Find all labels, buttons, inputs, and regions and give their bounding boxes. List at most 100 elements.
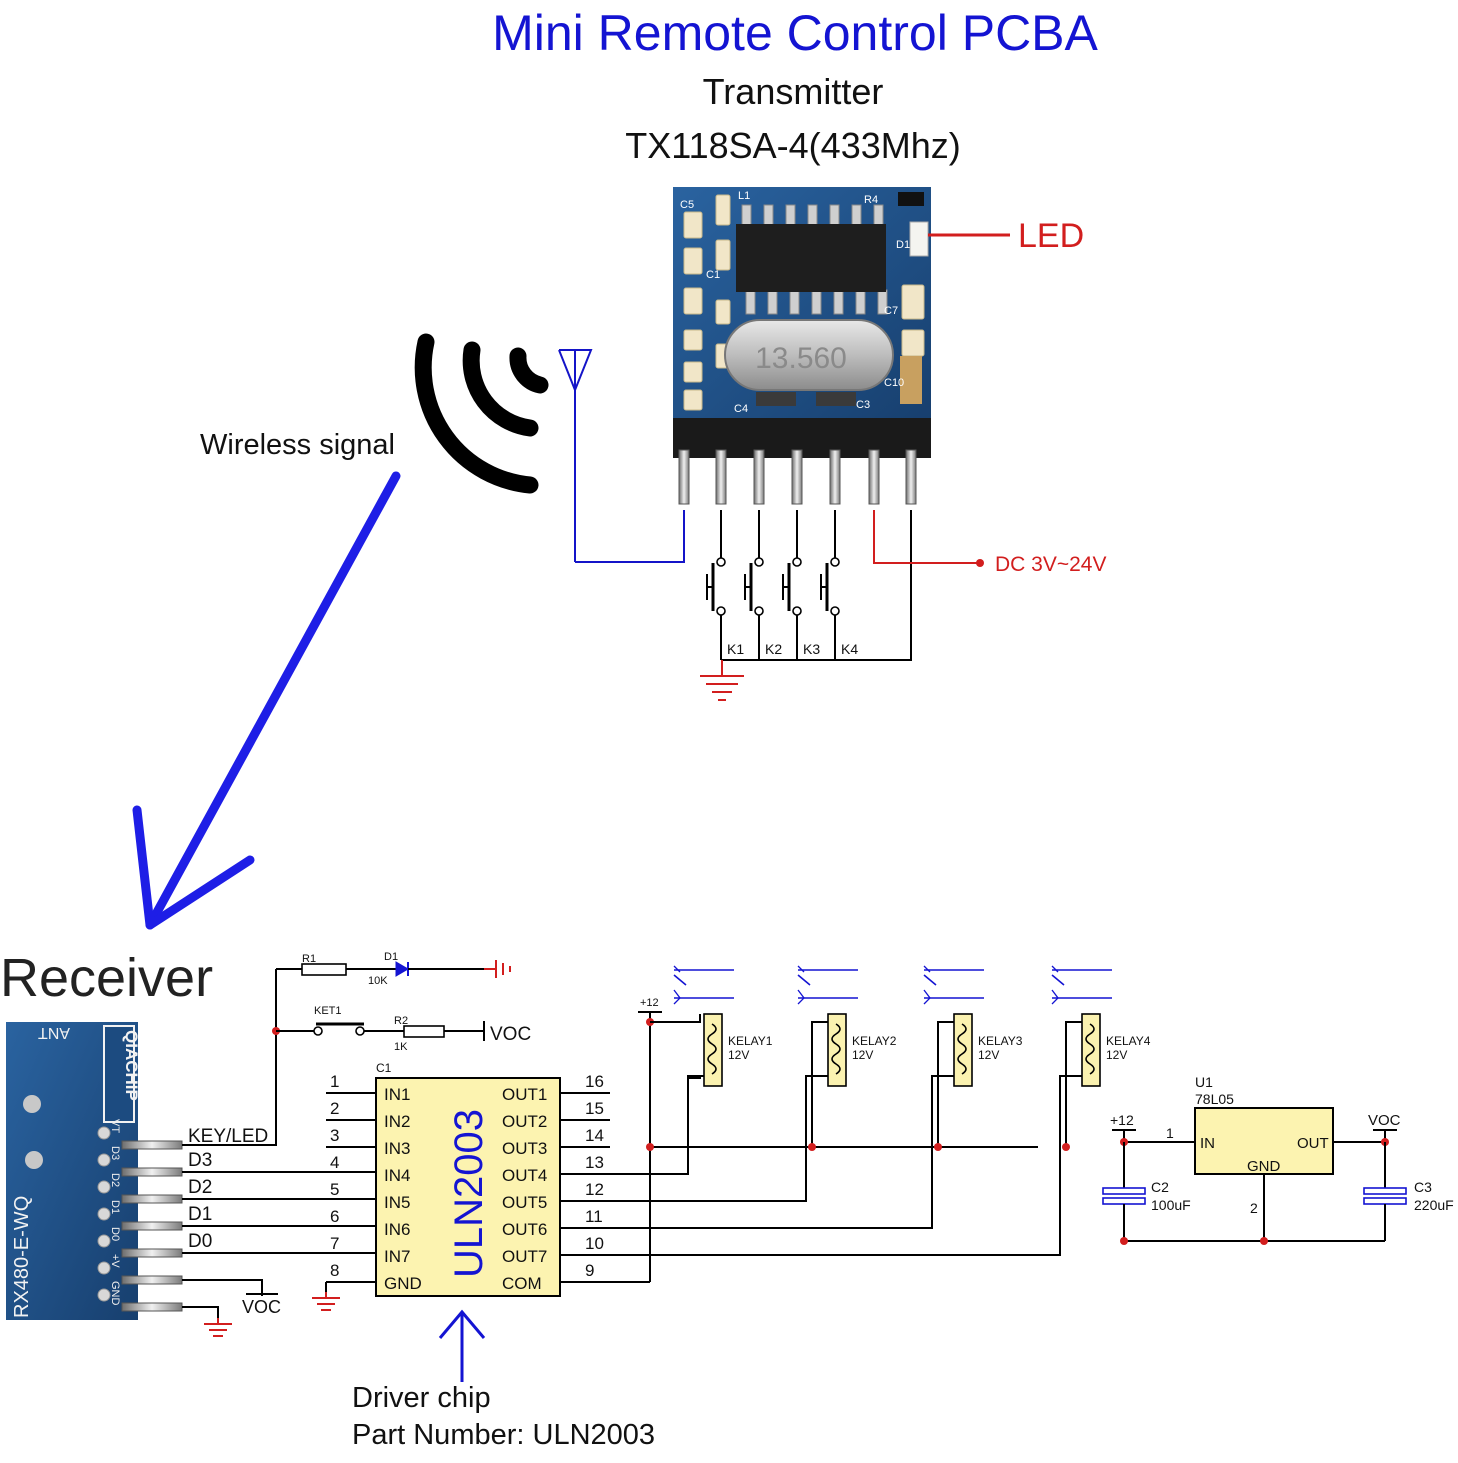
chip-pin-number: 7	[330, 1234, 339, 1253]
chip-pin-name: OUT5	[502, 1193, 547, 1212]
receiver-pad	[97, 1126, 111, 1140]
transmitter-pin	[791, 449, 803, 505]
relay-name: KELAY2	[852, 1034, 897, 1048]
chip-pin-number: 8	[330, 1261, 339, 1280]
page-title: Mini Remote Control PCBA	[492, 5, 1098, 61]
chip-pin-name: OUT4	[502, 1166, 547, 1185]
r1-label: R1	[302, 953, 316, 965]
switch-contact	[313, 1026, 323, 1036]
relay-name: KELAY3	[978, 1034, 1023, 1048]
svg-text:220uF: 220uF	[1414, 1197, 1454, 1213]
relay-2: KELAY2 12V	[610, 965, 897, 1202]
antenna-symbol	[558, 349, 685, 563]
relay-coil	[703, 1013, 723, 1087]
r2-label: R2	[394, 1015, 408, 1027]
svg-text:C3: C3	[1414, 1179, 1432, 1195]
svg-text:GND: GND	[1247, 1158, 1281, 1175]
d1-label: D1	[384, 951, 398, 963]
chip-pin-number: 5	[330, 1180, 339, 1199]
receiver-pin-label: D0	[109, 1227, 121, 1241]
switch-contact	[792, 606, 802, 616]
transmitter-pin	[678, 449, 690, 505]
resistor-r2	[403, 1025, 445, 1038]
chip-pin-number: 3	[330, 1126, 339, 1145]
receiver-pin	[121, 1194, 183, 1204]
chip-pin-name: IN4	[384, 1166, 410, 1185]
chip-pin-name: OUT6	[502, 1220, 547, 1239]
ket1-label: KET1	[314, 1005, 342, 1017]
svg-text:RX480-E-WQ: RX480-E-WQ	[11, 1196, 33, 1318]
svg-text:U1: U1	[1195, 1074, 1213, 1090]
chip-pin-name: IN3	[384, 1139, 410, 1158]
receiver-pin-label: D2	[109, 1173, 121, 1187]
receiver-pin	[121, 1167, 183, 1177]
chip-pin-name: IN1	[384, 1085, 410, 1104]
chip-pin-number: 11	[585, 1207, 603, 1226]
capacitor-c2	[1102, 1187, 1146, 1195]
chip-pin-name: IN7	[384, 1247, 410, 1266]
switch-contact	[716, 557, 726, 567]
chip-pin-number: 13	[585, 1153, 604, 1172]
net-label-d3: D3	[188, 1150, 212, 1171]
relay-voltage: 12V	[728, 1048, 749, 1062]
svg-text:78L05: 78L05	[1195, 1091, 1234, 1107]
net-label-voc: VOC	[242, 1297, 281, 1317]
junction-dot	[646, 1143, 654, 1151]
signal-arrow	[132, 471, 401, 930]
svg-text:R4: R4	[864, 194, 878, 206]
chip-pin-number: 15	[585, 1099, 604, 1118]
chip-pin-name: OUT2	[502, 1112, 547, 1131]
net-label-d1: D1	[188, 1204, 212, 1225]
svg-text:C1: C1	[706, 269, 720, 281]
transmitter-ground-icon	[700, 660, 744, 701]
chip-pin-number: 2	[330, 1099, 339, 1118]
receiver-pad	[97, 1261, 111, 1275]
chip-pin-name: COM	[502, 1274, 542, 1293]
svg-text:C2: C2	[1151, 1179, 1169, 1195]
chip-pin-name: IN5	[384, 1193, 410, 1212]
relay-coil	[827, 1013, 847, 1087]
chip-pin-name: OUT3	[502, 1139, 547, 1158]
receiver-pin-label: D1	[109, 1200, 121, 1214]
led-d1-icon	[395, 961, 409, 977]
chip-pin-name: IN6	[384, 1220, 410, 1239]
svg-text:ANT: ANT	[38, 1024, 70, 1041]
transmitter-model: TX118SA-4(433Mhz)	[625, 125, 960, 166]
receiver-pad	[97, 1234, 111, 1248]
chip-pin-name: OUT7	[502, 1247, 547, 1266]
relay-name: KELAY1	[728, 1034, 773, 1048]
chip-pin-name: IN2	[384, 1112, 410, 1131]
transmitter-label: Transmitter	[703, 71, 884, 112]
switch-contact	[830, 557, 840, 567]
relay-voltage: 12V	[1106, 1048, 1127, 1062]
driver-part-number: Part Number: ULN2003	[352, 1419, 655, 1451]
chip-pin-name: OUT1	[502, 1085, 547, 1104]
capacitor-c3	[1363, 1187, 1407, 1195]
key-label-1: K1	[727, 641, 744, 657]
junction-dot	[934, 1143, 942, 1151]
svg-text:100uF: 100uF	[1151, 1197, 1191, 1213]
receiver-pin-label: VT	[109, 1119, 121, 1133]
relay-voltage: 12V	[978, 1048, 999, 1062]
r1-value: 10K	[368, 975, 388, 987]
svg-text:+12: +12	[1110, 1112, 1134, 1128]
relay-coil	[953, 1013, 973, 1087]
resistor-r1	[301, 963, 347, 976]
switch-contact	[716, 606, 726, 616]
relay-name: KELAY4	[1106, 1034, 1151, 1048]
transmitter-pin	[868, 449, 880, 505]
key-label-2: K2	[765, 641, 782, 657]
led-callout-label: LED	[1018, 217, 1084, 255]
chip-pin-number: 6	[330, 1207, 339, 1226]
voltage-regulator: U1 78L05 IN OUT GND 1 2 +12 VOC C2 100uF…	[1110, 1074, 1454, 1216]
receiver-pad	[97, 1288, 111, 1302]
svg-text:C3: C3	[856, 399, 870, 411]
wireless-wave-icon	[414, 333, 549, 494]
receiver-pin-label: D3	[109, 1146, 121, 1160]
svg-text:13.560: 13.560	[755, 342, 847, 375]
chip-pin-number: 10	[585, 1234, 604, 1253]
